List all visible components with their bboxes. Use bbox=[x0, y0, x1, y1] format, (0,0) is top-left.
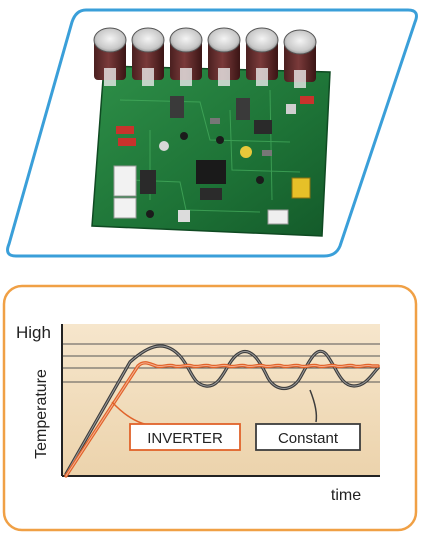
capacitors bbox=[93, 27, 317, 88]
board-photo bbox=[6, 8, 418, 258]
constant-label-box bbox=[255, 423, 361, 451]
temperature-diagram-panel: INVERTER Constant High Temperature time bbox=[0, 282, 423, 536]
constant-leader-line bbox=[309, 389, 318, 423]
inverter-label-box bbox=[129, 423, 241, 451]
constant-label: Constant bbox=[278, 430, 339, 447]
inverter-label: INVERTER bbox=[147, 430, 223, 447]
temperature-diagram: INVERTER Constant High Temperature time bbox=[2, 284, 418, 532]
y-high-label: High bbox=[16, 323, 51, 342]
board-photo-panel bbox=[0, 0, 423, 262]
y-axis-label: Temperature bbox=[33, 369, 50, 459]
series-constant-highlight bbox=[65, 345, 379, 475]
x-axis-label: time bbox=[331, 487, 361, 504]
board-components bbox=[113, 96, 314, 225]
series-inverter-highlight bbox=[65, 362, 379, 477]
axes bbox=[61, 324, 380, 477]
